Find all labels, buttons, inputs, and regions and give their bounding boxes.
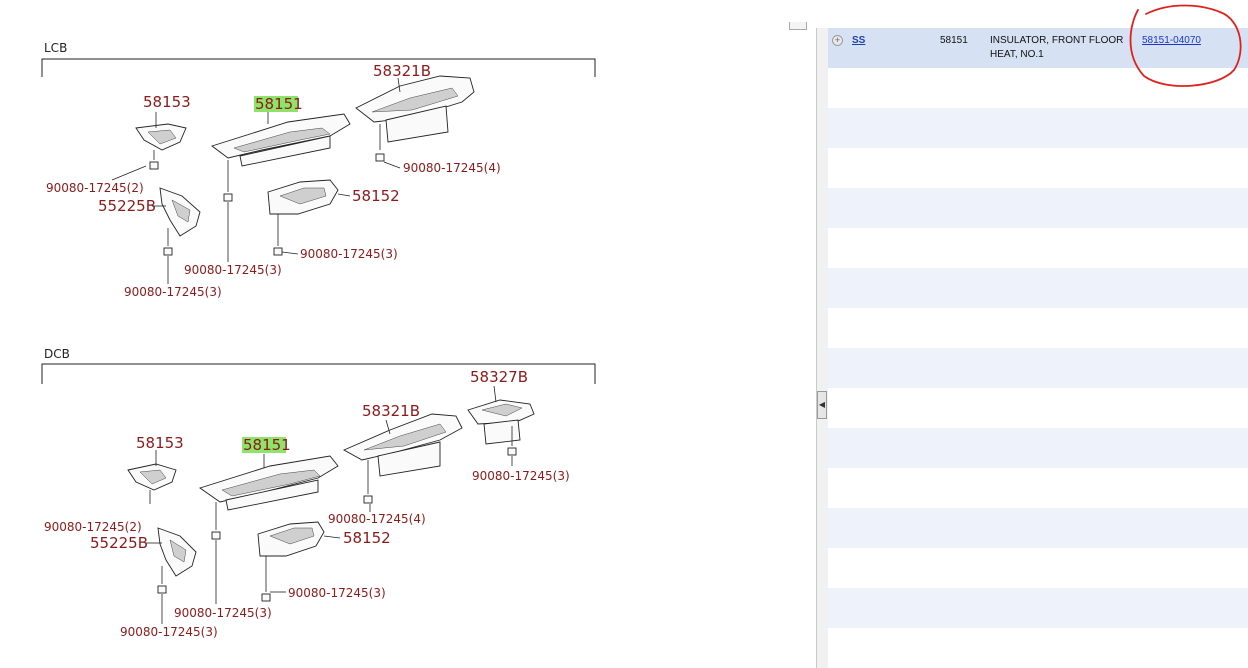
- section-frame: [41, 58, 596, 77]
- label-58327B[interactable]: 58327B: [470, 368, 528, 386]
- part-58153[interactable]: [127, 450, 177, 504]
- plus-circle-icon[interactable]: +: [832, 35, 843, 46]
- clip-icon: [273, 247, 283, 256]
- label-bolt-3c[interactable]: 90080-17245(3): [120, 625, 218, 639]
- label-58321B[interactable]: 58321B: [362, 402, 420, 420]
- label-58321B[interactable]: 58321B: [373, 62, 431, 80]
- parts-table: + SS 58151 INSULATOR, FRONT FLOOR HEAT, …: [828, 28, 1248, 668]
- table-row: [828, 228, 1248, 268]
- label-58153[interactable]: 58153: [143, 93, 191, 111]
- label-55225B[interactable]: 55225B: [90, 534, 148, 552]
- clip-icon: [507, 447, 517, 456]
- part-58152[interactable]: [267, 179, 339, 256]
- section-title-lcb: LCB: [44, 41, 67, 55]
- part-58152[interactable]: [257, 521, 325, 602]
- section-dcb: DCB 58327B 58321B 90080-17245(3): [41, 347, 596, 639]
- part-55225B[interactable]: [159, 187, 201, 256]
- table-row: [828, 188, 1248, 228]
- table-row: [828, 508, 1248, 548]
- label-bolt-3b[interactable]: 90080-17245(3): [174, 606, 272, 620]
- pane-resize-handle[interactable]: [789, 22, 807, 30]
- parts-diagram: LCB 58321B 58153: [41, 41, 596, 639]
- label-bolt-3b[interactable]: 90080-17245(3): [184, 263, 282, 277]
- label-bolt-4[interactable]: 90080-17245(4): [403, 161, 501, 175]
- label-bolt-2[interactable]: 90080-17245(2): [44, 520, 142, 534]
- label-bolt-3a[interactable]: 90080-17245(3): [288, 586, 386, 600]
- label-bolt-3a[interactable]: 90080-17245(3): [300, 247, 398, 261]
- label-bolt-3d[interactable]: 90080-17245(3): [472, 469, 570, 483]
- part-58153[interactable]: [135, 112, 187, 170]
- part-description: INSULATOR, FRONT FLOOR HEAT, NO.1: [990, 35, 1124, 60]
- part-code-link[interactable]: SS: [852, 35, 866, 46]
- label-bolt-4[interactable]: 90080-17245(4): [328, 512, 426, 526]
- label-58153[interactable]: 58153: [136, 434, 184, 452]
- part-58321B[interactable]: [342, 413, 463, 504]
- clip-icon: [211, 531, 221, 540]
- clip-icon: [223, 193, 233, 202]
- clip-icon: [149, 161, 159, 170]
- highlight-58151: [254, 96, 298, 112]
- table-row: [828, 428, 1248, 468]
- part-58151[interactable]: [198, 454, 339, 604]
- table-row: [828, 108, 1248, 148]
- chevron-left-icon: ◀: [818, 400, 826, 409]
- section-frame: [41, 363, 596, 384]
- part-55225B[interactable]: [157, 527, 197, 594]
- section-title-dcb: DCB: [44, 347, 70, 361]
- part-number: 58151: [940, 35, 968, 46]
- label-bolt-2[interactable]: 90080-17245(2): [46, 181, 144, 195]
- table-row: [828, 268, 1248, 308]
- clip-icon: [363, 495, 373, 504]
- label-55225B[interactable]: 55225B: [98, 197, 156, 215]
- label-58151[interactable]: 58151: [243, 436, 291, 454]
- diagram-pane: LCB 58321B 58153: [41, 41, 596, 639]
- part-catalog-link[interactable]: 58151-04070: [1142, 35, 1201, 46]
- table-row: [828, 348, 1248, 388]
- label-58152[interactable]: 58152: [343, 529, 391, 547]
- table-row: [828, 148, 1248, 188]
- table-row[interactable]: + SS 58151 INSULATOR, FRONT FLOOR HEAT, …: [828, 28, 1248, 68]
- label-58151[interactable]: 58151: [255, 95, 303, 113]
- table-row: [828, 588, 1248, 628]
- clip-icon: [163, 247, 173, 256]
- part-58327B[interactable]: [467, 399, 535, 456]
- table-row: [828, 628, 1248, 668]
- clip-icon: [375, 153, 385, 162]
- clip-icon: [261, 593, 271, 602]
- clip-icon: [157, 585, 167, 594]
- table-row: [828, 308, 1248, 348]
- label-bolt-3c[interactable]: 90080-17245(3): [124, 285, 222, 299]
- section-lcb: LCB 58321B 58153: [41, 41, 596, 299]
- highlight-58151: [242, 437, 286, 453]
- label-58152[interactable]: 58152: [352, 187, 400, 205]
- part-58151[interactable]: [211, 112, 351, 262]
- red-annotation-circle: [1129, 4, 1242, 87]
- collapse-pane-button[interactable]: ◀: [817, 391, 827, 419]
- part-58321B[interactable]: [355, 75, 475, 162]
- table-row: [828, 548, 1248, 588]
- table-row: [828, 388, 1248, 428]
- table-row: [828, 468, 1248, 508]
